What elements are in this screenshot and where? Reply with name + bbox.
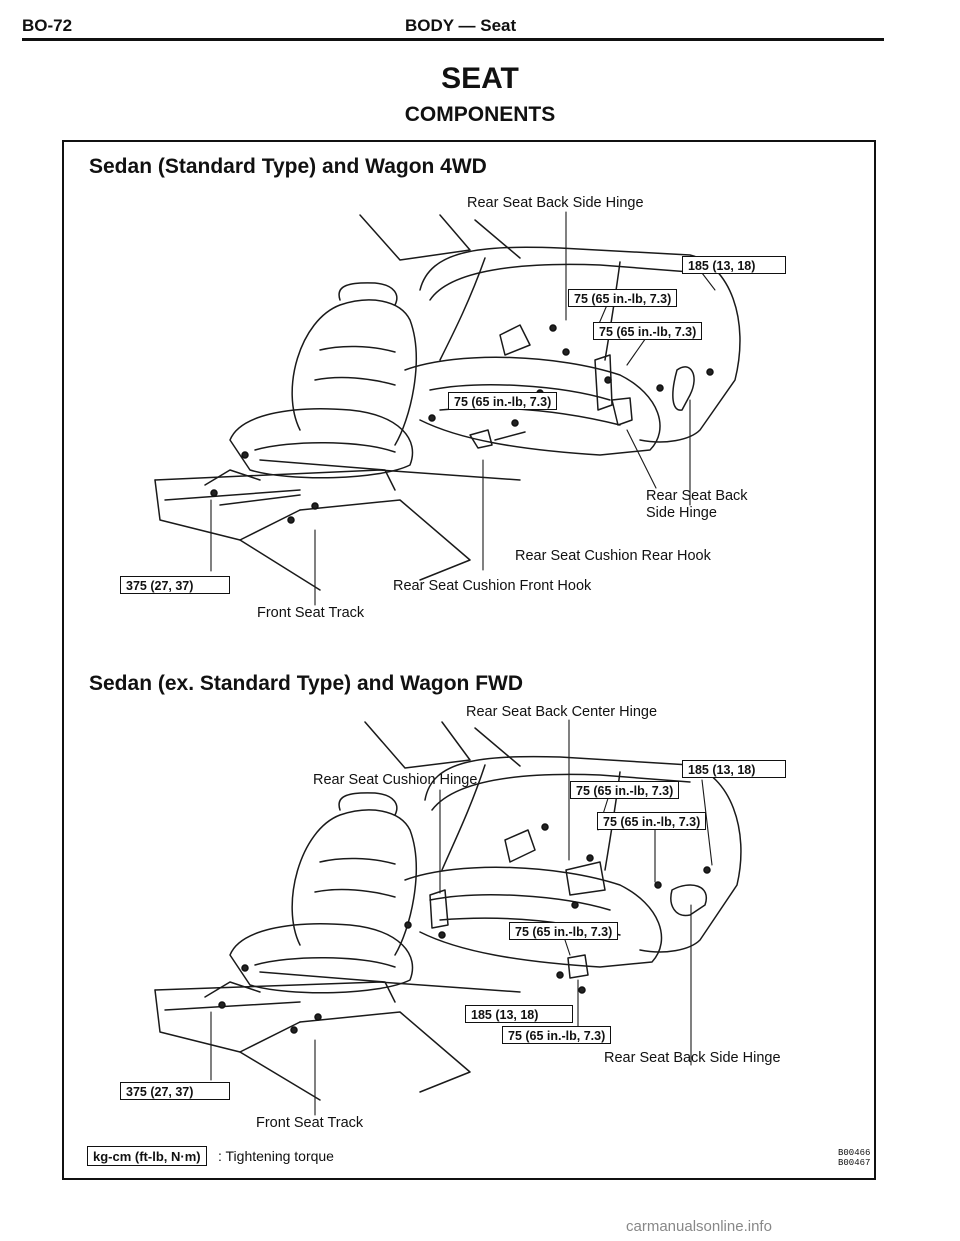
label-rear-seat-back-side-hinge-right: Rear Seat Back — [646, 488, 748, 504]
figure-code-2: B00467 — [838, 1158, 871, 1168]
floor-rail-2 — [154, 981, 521, 993]
page-title: SEAT — [441, 62, 519, 95]
torque-box-185-b: 185 (13, 18) — [465, 1005, 573, 1023]
torque-box-75-c: 75 (65 in.-lb, 7.3) — [448, 392, 558, 410]
page-subtitle: COMPONENTS — [404, 103, 556, 126]
back-center-hinge-2 — [565, 861, 606, 896]
front-seat-back-2 — [291, 809, 417, 956]
torque-box-375: 375 (27, 37) — [120, 576, 230, 594]
rear-seat-cushion — [404, 356, 661, 456]
front-hook — [469, 429, 493, 449]
page-number: BO-72 — [22, 16, 73, 35]
diagram-frame — [62, 140, 876, 1180]
cushion-hinge-2 — [429, 889, 449, 929]
label-side-hinge: Side Hinge — [646, 505, 717, 521]
back-side-hinge-2 — [670, 884, 708, 917]
back-hinge-bracket — [594, 354, 613, 411]
torque-box-75-d: 75 (65 in.-lb, 7.3) — [502, 1026, 612, 1044]
torque-box-75-c-2: 75 (65 in.-lb, 7.3) — [509, 922, 619, 940]
label-rear-seat-cushion-front-hook: Rear Seat Cushion Front Hook — [393, 578, 592, 594]
torque-box-75-a: 75 (65 in.-lb, 7.3) — [568, 289, 678, 307]
front-seat-back — [291, 299, 417, 446]
torque-box-75-a-2: 75 (65 in.-lb, 7.3) — [570, 781, 680, 799]
watermark: carmanualsonline.info — [626, 1218, 772, 1235]
figure-code-1: B00466 — [838, 1148, 871, 1158]
label-rear-seat-back-side-hinge: Rear Seat Back Side Hinge — [467, 195, 644, 211]
torque-box-75-b-2: 75 (65 in.-lb, 7.3) — [597, 812, 707, 830]
diagram1-heading: Sedan (Standard Type) and Wagon 4WD — [89, 155, 487, 178]
torque-box-185-a: 185 (13, 18) — [682, 760, 786, 778]
torque-box-185: 185 (13, 18) — [682, 256, 786, 274]
rear-seat-back — [419, 246, 741, 443]
front-seat-cushion — [229, 408, 414, 479]
rear-seat-back-2 — [424, 755, 742, 953]
legend-text: : Tightening torque — [218, 1148, 334, 1164]
label-rear-seat-back-side-hinge-2: Rear Seat Back Side Hinge — [604, 1050, 781, 1066]
section-title: BODY — Seat — [405, 16, 517, 35]
back-side-hinge-bracket — [672, 366, 695, 411]
diagram2-heading: Sedan (ex. Standard Type) and Wagon FWD — [89, 672, 524, 695]
label-front-seat-track: Front Seat Track — [257, 605, 365, 621]
label-rear-seat-cushion-rear-hook: Rear Seat Cushion Rear Hook — [515, 548, 711, 564]
header-rule — [22, 38, 884, 41]
legend-unit-box: kg-cm (ft-lb, N·m) — [87, 1146, 207, 1166]
torque-box-75-b: 75 (65 in.-lb, 7.3) — [593, 322, 703, 340]
rear-hook — [611, 397, 633, 426]
label-rear-seat-back-center-hinge: Rear Seat Back Center Hinge — [466, 704, 658, 720]
front-seat-cushion-2 — [229, 923, 414, 994]
label-front-seat-track-2: Front Seat Track — [256, 1115, 364, 1131]
torque-box-375-2: 375 (27, 37) — [120, 1082, 230, 1100]
label-rear-seat-cushion-hinge: Rear Seat Cushion Hinge — [313, 772, 478, 788]
rear-seat-cushion-2 — [404, 866, 663, 968]
